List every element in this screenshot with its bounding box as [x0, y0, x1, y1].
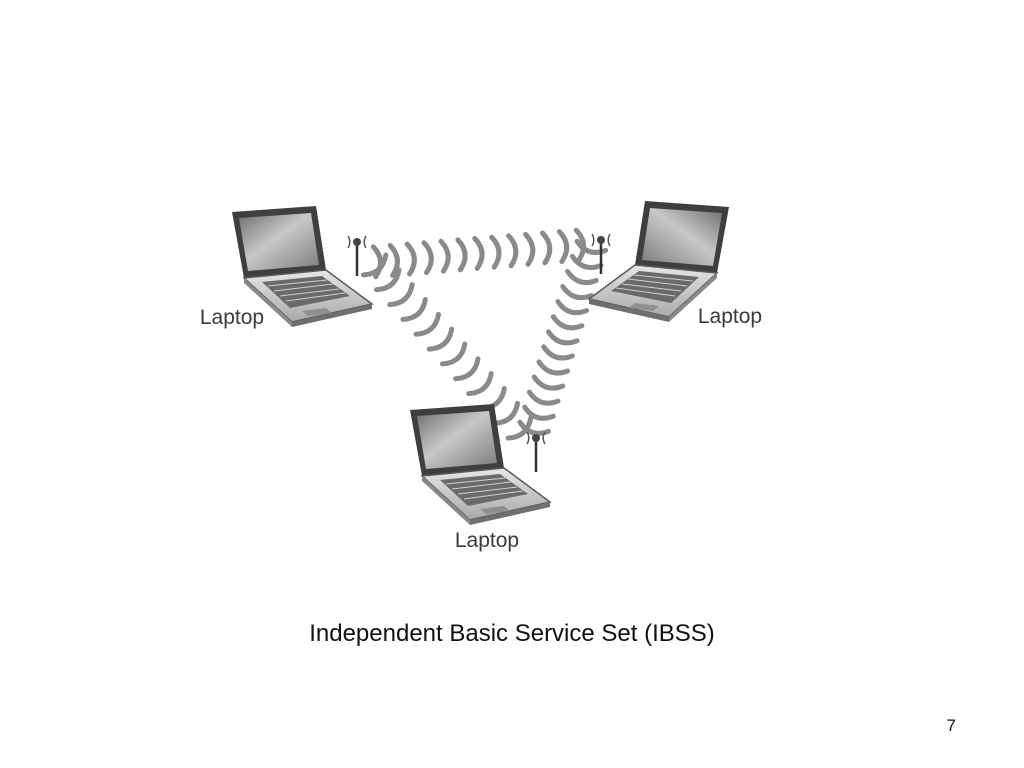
- laptop-node-bottom: Laptop: [409, 403, 551, 552]
- wireless-signal-icon: [560, 284, 594, 301]
- wireless-signal-icon: [540, 230, 553, 266]
- wireless-signal-icon: [556, 229, 570, 264]
- wireless-link-right-bottom: [517, 238, 609, 436]
- wireless-signal-icon: [489, 234, 502, 270]
- wireless-signal-icon: [531, 374, 566, 391]
- antenna-icon: [525, 430, 547, 474]
- node-label-bottom: Laptop: [455, 529, 519, 552]
- wireless-signal-icon: [413, 311, 441, 337]
- wireless-signal-icon: [506, 233, 519, 269]
- wireless-signal-icon: [546, 329, 580, 346]
- wireless-signal-icon: [523, 231, 536, 267]
- wireless-signal-icon: [526, 389, 561, 406]
- wireless-signal-icon: [387, 282, 415, 308]
- wireless-signal-icon: [404, 241, 417, 277]
- wireless-signal-icon: [455, 237, 468, 273]
- wireless-signal-icon: [569, 253, 604, 270]
- node-label-left: Laptop: [200, 306, 264, 329]
- wireless-signal-icon: [426, 326, 455, 352]
- wireless-signal-icon: [421, 240, 434, 276]
- wireless-link-left-bottom: [360, 252, 534, 441]
- laptop-node-right: Laptop: [588, 200, 762, 328]
- wireless-signal-icon: [400, 297, 428, 322]
- wireless-signal-icon: [472, 236, 485, 271]
- wireless-signal-icon: [505, 415, 534, 441]
- wireless-signal-icon: [438, 238, 451, 274]
- wireless-signal-icon: [453, 356, 481, 382]
- wireless-signal-icon: [374, 267, 402, 293]
- wireless-signal-icon: [536, 359, 571, 376]
- node-label-right: Laptop: [698, 305, 762, 328]
- page-number: 7: [946, 716, 956, 735]
- wireless-signal-icon: [574, 238, 609, 255]
- wireless-signal-icon: [550, 314, 585, 331]
- wireless-signal-icon: [370, 244, 383, 280]
- wireless-signal-icon: [360, 252, 389, 278]
- wireless-signal-icon: [565, 268, 599, 286]
- laptop-node-left: Laptop: [200, 205, 373, 329]
- wireless-signal-icon: [387, 243, 400, 278]
- wireless-links: [360, 227, 609, 441]
- wireless-signal-icon: [439, 341, 468, 367]
- antenna-icon: [346, 234, 368, 278]
- wireless-signal-icon: [573, 227, 587, 263]
- wireless-signal-icon: [466, 371, 494, 397]
- wireless-signal-icon: [517, 419, 551, 436]
- wireless-signal-icon: [541, 344, 575, 361]
- wireless-signal-icon: [555, 299, 590, 316]
- wireless-link-left-right: [370, 227, 587, 280]
- wireless-signal-icon: [522, 404, 556, 421]
- wireless-signal-icon: [492, 400, 520, 426]
- laptop-icon: [588, 200, 730, 323]
- slide-caption: Independent Basic Service Set (IBSS): [309, 620, 715, 647]
